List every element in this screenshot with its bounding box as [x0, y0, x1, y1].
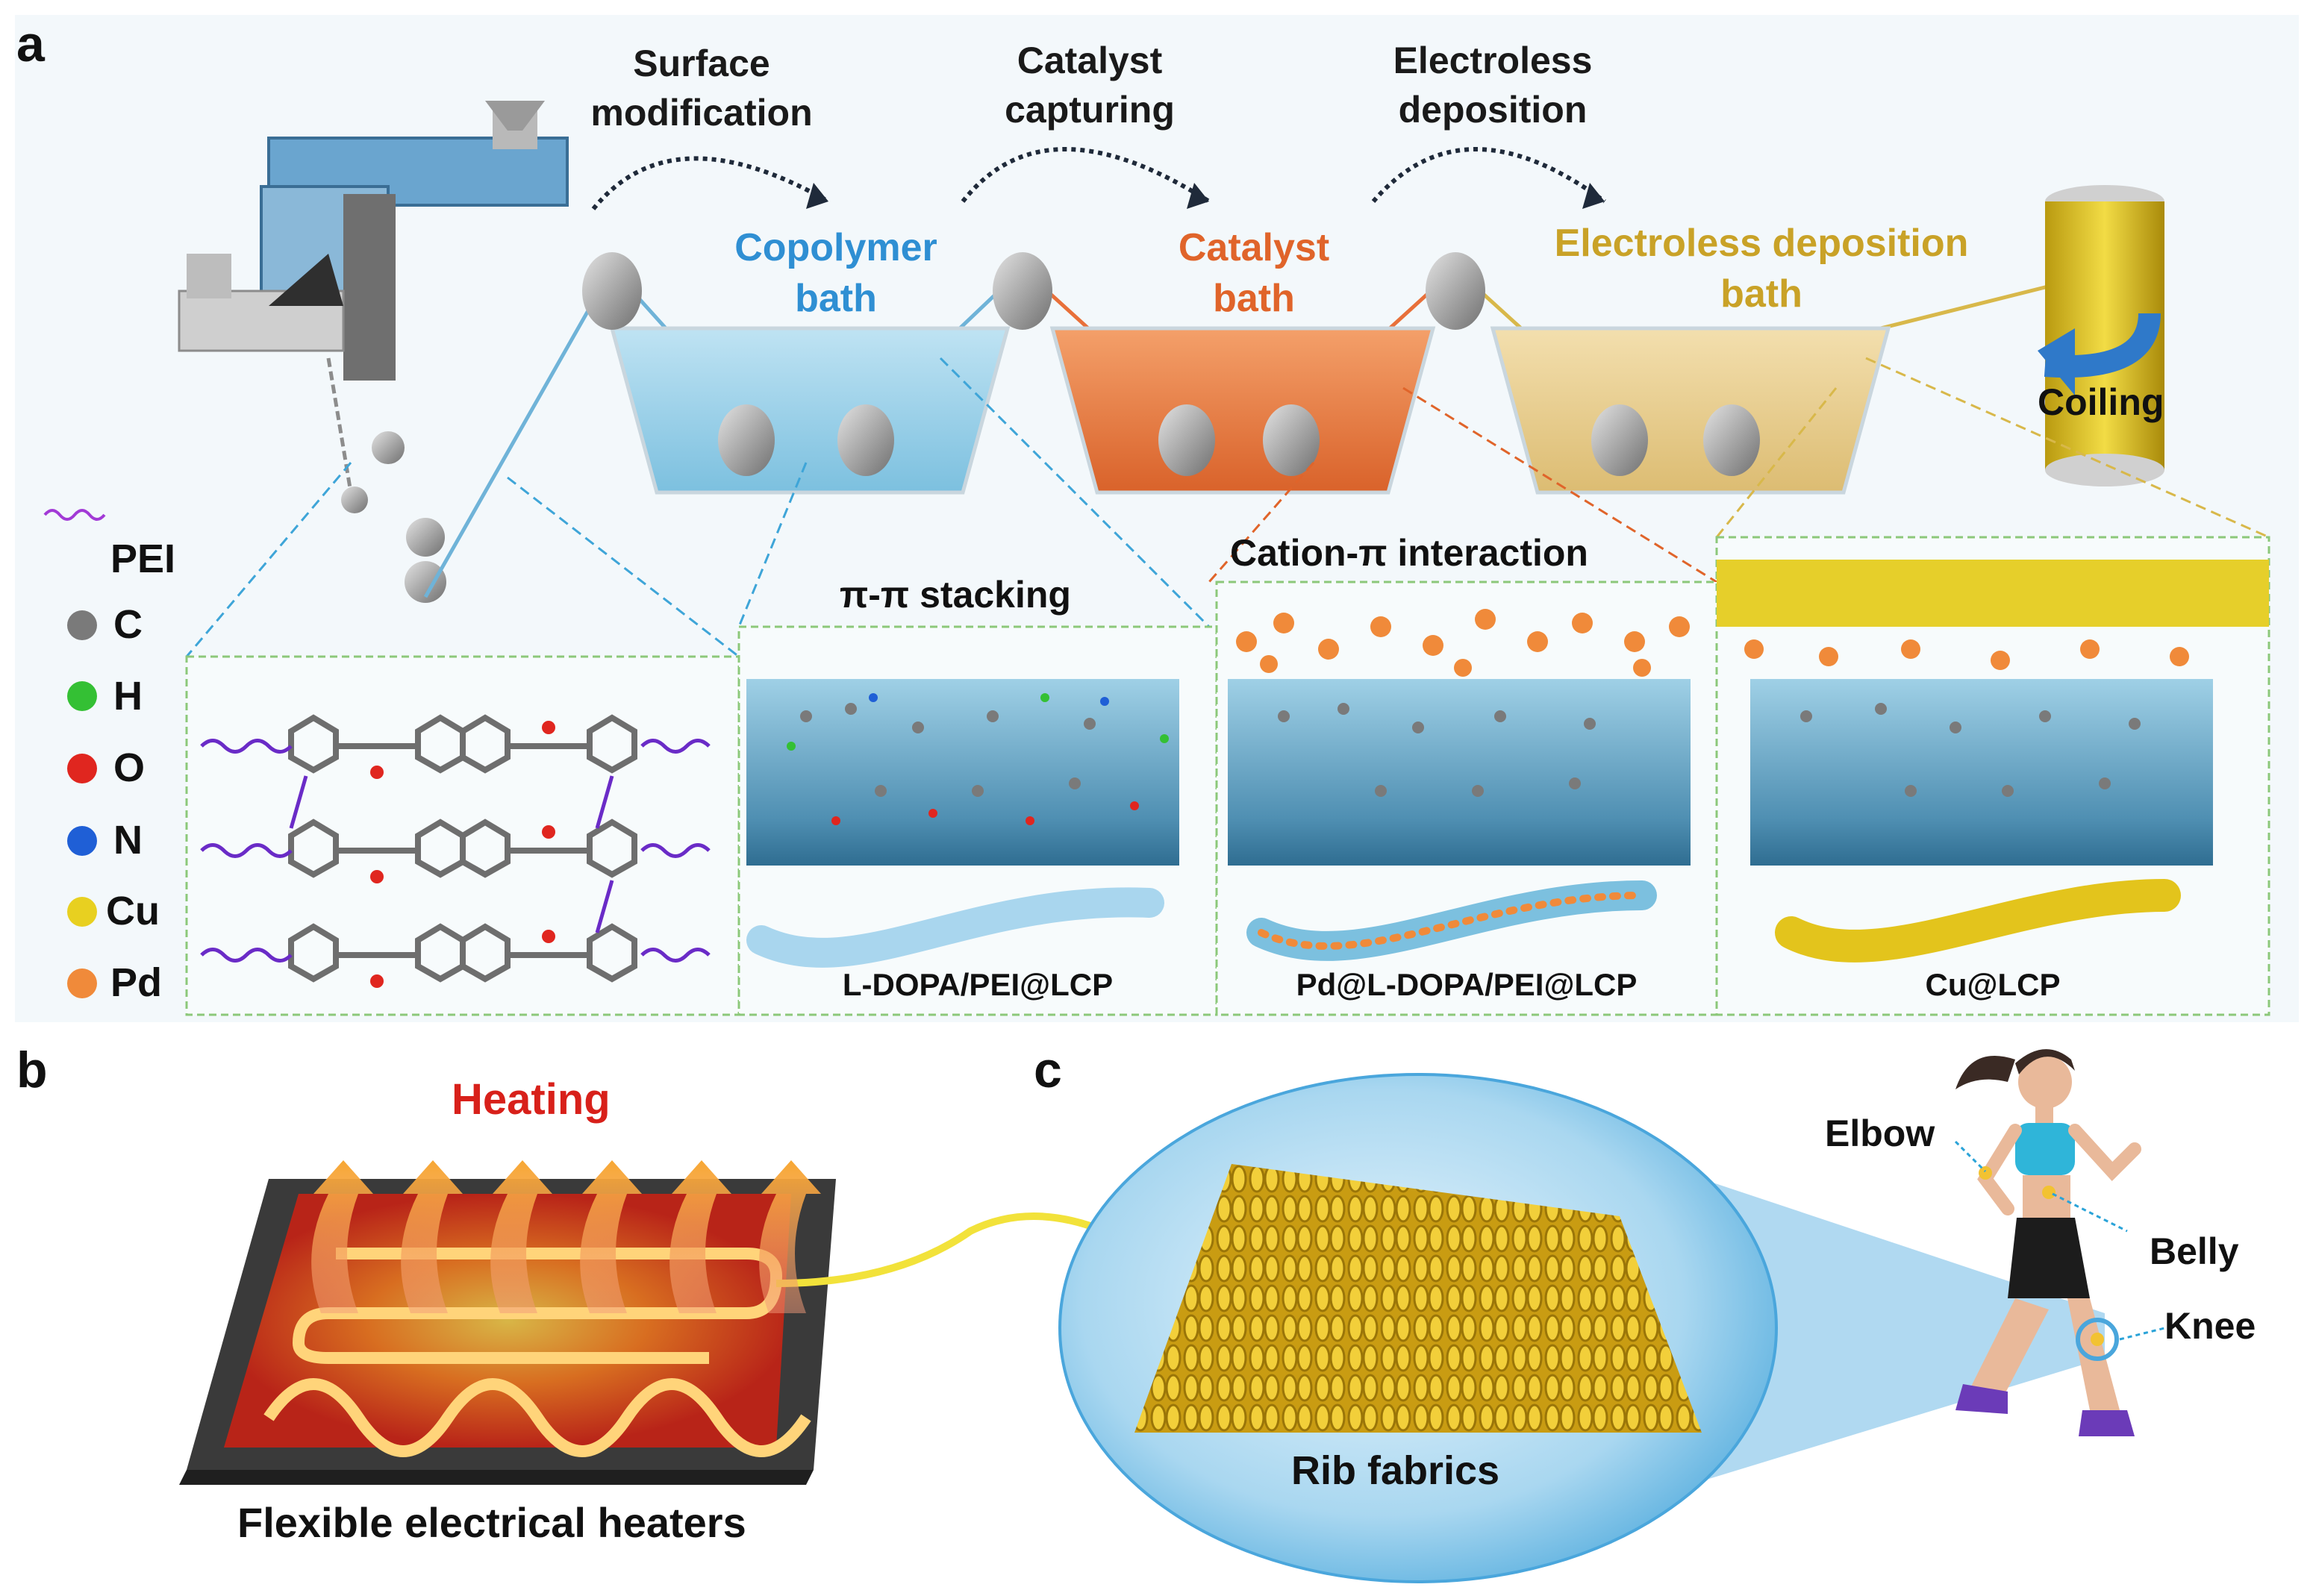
panel-label-c: c [1034, 1042, 1062, 1098]
copper-atom-icon [67, 897, 97, 927]
legend-label-n: N [113, 818, 143, 863]
molecular-structure-box [185, 655, 740, 1016]
copolymer-bath-label: Copolymer bath [734, 226, 937, 320]
copolymer-bath-tank [609, 326, 1011, 495]
oxygen-atom-icon [67, 754, 97, 783]
coiling-label: Coiling [2038, 381, 2164, 423]
legend-label-pd: Pd [110, 960, 163, 1005]
elbow-label: Elbow [1825, 1112, 1935, 1154]
belly-label: Belly [2150, 1230, 2239, 1272]
extruder-machine [178, 101, 569, 603]
guide-rollers [582, 252, 1760, 476]
nitrogen-atom-icon [67, 826, 97, 856]
fiber-caption-3: Cu@LCP [1925, 967, 2061, 1002]
catalyst-bath-tank [1049, 326, 1436, 495]
legend-label-c: C [113, 602, 143, 647]
legend-label-o: O [113, 745, 146, 790]
step-catalyst-capturing: Catalyst capturing [1005, 40, 1175, 131]
heat-arrows [311, 1160, 821, 1313]
legend-symbols [43, 509, 106, 998]
mechanism-box-2 [1215, 580, 1718, 1016]
rib-fabrics-caption: Rib fabrics [1291, 1448, 1500, 1493]
deposition-bath-tank [1490, 326, 1891, 495]
panel-label-a: a [16, 16, 45, 72]
mechanism-box-1 [737, 625, 1218, 1016]
hydrogen-atom-icon [67, 681, 97, 711]
cation-pi-label: Cation-π interaction [1230, 532, 1588, 574]
zoom-guides [185, 357, 2270, 658]
process-arrows [591, 147, 1606, 210]
carbon-atom-icon [67, 610, 97, 640]
catalyst-bath-label: Catalyst bath [1178, 226, 1330, 320]
coil-spool [2038, 185, 2164, 486]
legend-label-h: H [113, 674, 143, 719]
mechanism-box-3 [1715, 536, 2270, 1016]
step-surface-modification: Surface modification [590, 43, 813, 134]
runner-figure [1955, 1049, 2141, 1436]
heater-caption: Flexible electrical heaters [237, 1499, 746, 1546]
heating-label: Heating [452, 1075, 611, 1124]
pei-chain-icon [43, 509, 106, 521]
step-electroless-deposition: Electroless deposition [1393, 40, 1593, 131]
knee-label: Knee [2164, 1305, 2256, 1347]
legend-label-pei: PEI [110, 536, 176, 581]
fiber-caption-1: L-DOPA/PEI@LCP [842, 967, 1114, 1002]
body-point-leaders [1954, 1140, 2165, 1341]
fiber-caption-2: Pd@L-DOPA/PEI@LCP [1296, 967, 1638, 1002]
panel-label-b: b [16, 1042, 48, 1098]
pi-stacking-label: π-π stacking [840, 574, 1071, 616]
legend-label-cu: Cu [106, 889, 160, 933]
rib-fabric-swatch [1134, 1164, 1702, 1433]
deposition-bath-label: Electroless deposition bath [1554, 222, 1969, 316]
process-arrow-heads [806, 183, 1605, 209]
palladium-atom-icon [67, 968, 97, 998]
